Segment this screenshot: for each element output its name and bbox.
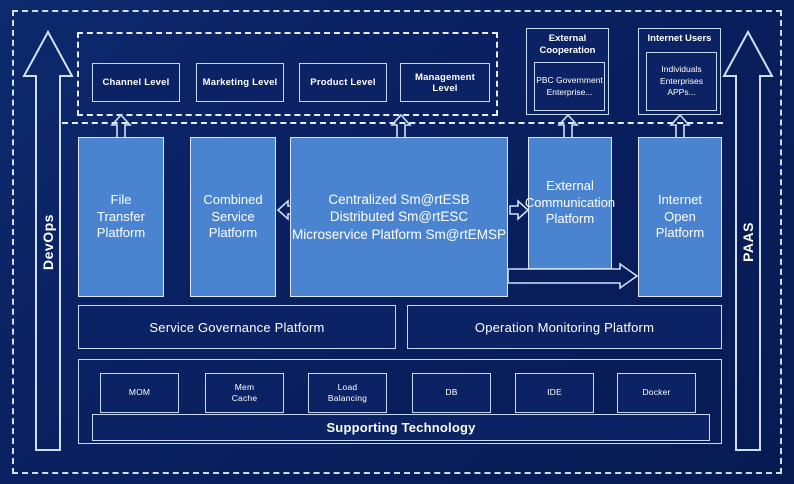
line-3: Platform	[96, 225, 146, 241]
line-1: MOM	[128, 387, 151, 398]
external-cooperation-title: External Cooperation	[527, 33, 608, 57]
line-3: Platform	[655, 225, 705, 241]
arrow-core-to-internet-open	[507, 262, 639, 290]
operation-monitoring-platform[interactable]: Operation Monitoring Platform	[407, 305, 722, 349]
line-3: Platform	[545, 211, 595, 227]
line-1: Load	[337, 381, 358, 392]
outer-dashed-frame	[12, 10, 782, 474]
governance-label: Operation Monitoring Platform	[474, 319, 655, 335]
platform-label: Centralized Sm@rtESB Distributed Sm@rtES…	[292, 191, 506, 243]
line-1: Centralized Sm@rtESB	[328, 192, 470, 208]
line-3: Platform	[208, 225, 258, 241]
level-label: Management Level	[414, 71, 476, 94]
paas-arrow-shape	[722, 29, 774, 451]
platform-file-transfer[interactable]: File Transfer Platform	[78, 137, 164, 297]
members-text: Individuals Enterprises APPs...	[660, 64, 703, 98]
chip-label: DB	[445, 387, 457, 398]
level-box-management[interactable]: Management Level	[400, 63, 490, 102]
tech-chip-mem-cache[interactable]: Mem Cache	[205, 373, 284, 413]
line-1: IDE	[547, 387, 562, 398]
platform-label: Combined Service Platform	[203, 192, 262, 242]
chip-label: Load Balancing	[328, 382, 367, 404]
business-levels-group	[77, 32, 498, 116]
governance-label: Service Governance Platform	[149, 319, 325, 335]
line-1: DB	[445, 387, 458, 398]
arrow-core-to-external-comm	[509, 198, 530, 222]
title-line-1: Internet Users	[647, 33, 712, 44]
line-2: Transfer	[97, 208, 145, 224]
platform-core-bus[interactable]: Centralized Sm@rtESB Distributed Sm@rtES…	[290, 137, 508, 297]
supporting-technology-label: Supporting Technology	[326, 420, 476, 435]
tech-chip-load-balancing[interactable]: Load Balancing	[308, 373, 387, 413]
level-label: Channel Level	[102, 77, 170, 88]
external-cooperation-members: PBC Government Enterprise...	[534, 62, 605, 111]
external-cooperation-group[interactable]: External Cooperation PBC Government Ente…	[526, 28, 609, 115]
paas-arrow-label: PAAS	[740, 222, 756, 262]
internet-users-title: Internet Users	[639, 33, 720, 45]
supporting-technology-bar[interactable]: Supporting Technology	[92, 414, 710, 441]
platform-label: File Transfer Platform	[97, 192, 145, 242]
internet-users-group[interactable]: Internet Users Individuals Enterprises A…	[638, 28, 721, 115]
platform-label: Internet Open Platform	[656, 192, 704, 242]
level-label: Product Level	[310, 77, 376, 88]
level-box-marketing[interactable]: Marketing Level	[196, 63, 284, 102]
line-1: Internet	[657, 192, 703, 208]
chip-label: Docker	[642, 387, 670, 398]
platform-internet-open[interactable]: Internet Open Platform	[638, 137, 722, 297]
line-1: Combined	[203, 192, 263, 208]
layer-separator-dashed	[62, 122, 723, 124]
chip-label: MOM	[129, 387, 150, 398]
line-1: Docker	[642, 387, 671, 398]
title-line-1: External	[548, 33, 587, 44]
line-1: File	[110, 192, 132, 208]
level-label: Marketing Level	[202, 77, 278, 88]
tech-chip-db[interactable]: DB	[412, 373, 491, 413]
level-box-channel[interactable]: Channel Level	[92, 63, 180, 102]
tech-chip-mom[interactable]: MOM	[100, 373, 179, 413]
chip-label: Mem Cache	[232, 382, 258, 404]
platform-combined-service[interactable]: Combined Service Platform	[190, 137, 276, 297]
chip-label: IDE	[547, 387, 562, 398]
devops-arrow: DevOps	[22, 29, 74, 454]
line-1: External	[546, 178, 594, 194]
line-2: Communication	[524, 194, 616, 210]
paas-arrow: PAAS	[722, 29, 774, 454]
devops-arrow-shape	[22, 29, 74, 451]
internet-users-members: Individuals Enterprises APPs...	[646, 52, 717, 111]
platform-label: External Communication Platform	[525, 178, 615, 228]
devops-arrow-label: DevOps	[40, 214, 56, 270]
line-2: Cache	[231, 393, 258, 403]
line-2: Distributed Sm@rtESC	[329, 209, 469, 225]
tech-chip-docker[interactable]: Docker	[617, 373, 696, 413]
level-box-product[interactable]: Product Level	[299, 63, 387, 102]
tech-chip-ide[interactable]: IDE	[515, 373, 594, 413]
line-1: Mem	[234, 381, 255, 392]
line-2: Open	[664, 208, 696, 224]
line-2: Balancing	[327, 393, 368, 403]
platform-external-communication[interactable]: External Communication Platform	[525, 137, 615, 269]
line-3: Microservice Platform Sm@rtEMSP	[292, 226, 506, 242]
members-text: PBC Government Enterprise...	[536, 75, 603, 97]
supporting-technology-group	[78, 359, 722, 444]
service-governance-platform[interactable]: Service Governance Platform	[78, 305, 396, 349]
line-2: Service	[211, 208, 255, 224]
title-line-2: Cooperation	[539, 44, 596, 56]
